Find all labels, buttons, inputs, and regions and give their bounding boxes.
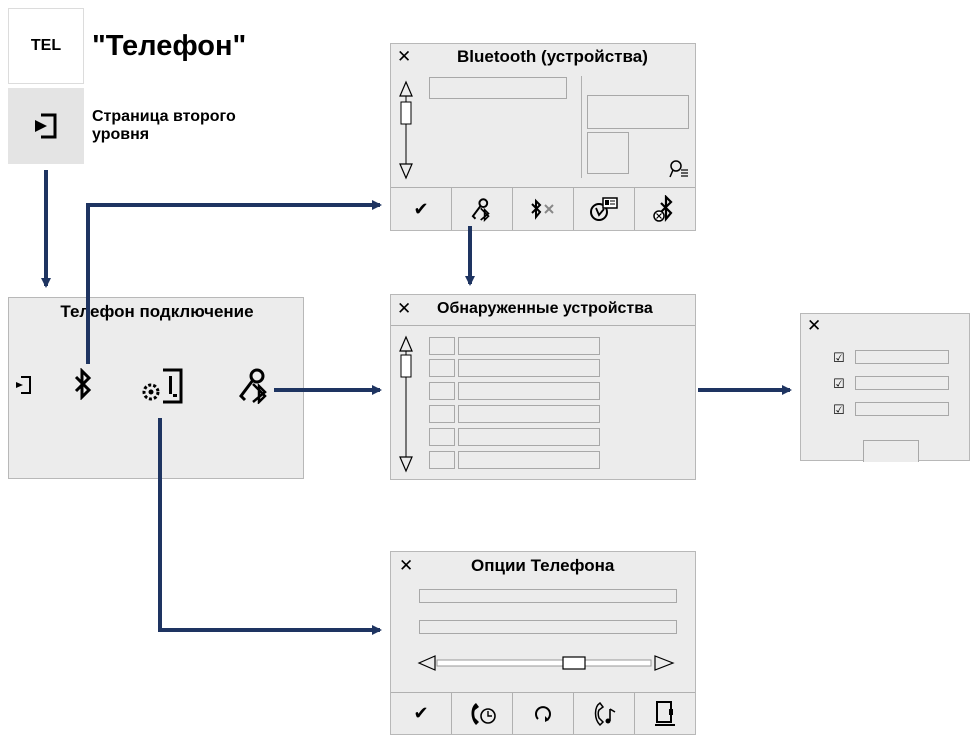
list-item[interactable] <box>458 337 600 355</box>
bluetooth-delete-icon <box>653 195 673 223</box>
phonebook-button[interactable] <box>634 693 695 734</box>
list-item[interactable] <box>458 405 600 423</box>
main-title: "Телефон" <box>92 30 247 62</box>
ringtone-icon <box>594 701 616 726</box>
divider <box>581 76 582 178</box>
search-list-icon[interactable] <box>669 160 689 178</box>
call-history-button[interactable] <box>451 693 512 734</box>
exit-icon[interactable] <box>13 374 35 396</box>
second-level-label: Страница второго уровня <box>92 108 236 143</box>
ok-button[interactable] <box>863 440 919 462</box>
bluetooth-disconnect-icon <box>531 198 554 220</box>
option-field <box>855 376 949 390</box>
confirm-button[interactable]: ✔ <box>391 188 451 230</box>
list-item[interactable] <box>458 359 600 377</box>
list-item[interactable] <box>458 428 600 446</box>
confirm-button[interactable]: ✔ <box>391 693 451 734</box>
phone-options-title: Опции Телефона <box>471 556 615 575</box>
call-history-icon <box>471 702 496 725</box>
checkmark-icon: ✔ <box>413 198 429 219</box>
refresh-icon <box>535 705 551 722</box>
phone-options-toolbar: ✔ <box>391 692 695 734</box>
phone-connection-title: Телефон подключение <box>60 302 254 321</box>
bluetooth-icon[interactable] <box>71 368 95 400</box>
list-item-checkbox[interactable] <box>429 428 455 446</box>
checkmark-icon: ✔ <box>413 703 429 723</box>
bluetooth-toolbar: ✔ <box>391 187 695 230</box>
bluetooth-devices-title: Bluetooth (устройства) <box>457 47 648 66</box>
options-dialog-panel: ✕ ☑ ☑ ☑ <box>800 313 970 462</box>
found-devices-title: Обнаруженные устройства <box>437 300 653 317</box>
phone-options-panel: ✕ Опции Телефона ✔ <box>390 551 696 735</box>
option-field <box>855 402 949 416</box>
title-divider <box>391 325 695 326</box>
checkbox-icon[interactable]: ☑ <box>833 402 845 417</box>
pairing-icon[interactable] <box>235 366 275 404</box>
pairing-button[interactable] <box>451 188 512 230</box>
checkbox-icon[interactable]: ☑ <box>833 376 845 391</box>
second-level-box <box>8 88 84 164</box>
bluetooth-devices-panel: ✕ Bluetooth (устройства) ✔ <box>390 43 696 231</box>
pairing-icon <box>471 198 490 222</box>
close-icon[interactable]: ✕ <box>399 556 414 575</box>
list-item-checkbox[interactable] <box>429 451 455 469</box>
tel-box: TEL <box>8 8 84 84</box>
phone-connection-panel: Телефон подключение <box>8 297 304 479</box>
scrollbar[interactable] <box>399 80 413 180</box>
list-item-checkbox[interactable] <box>429 359 455 377</box>
device-name-field <box>429 77 567 99</box>
list-item-checkbox[interactable] <box>429 405 455 423</box>
close-icon[interactable]: ✕ <box>807 316 822 335</box>
tel-label: TEL <box>30 37 62 54</box>
phone-settings-icon[interactable] <box>137 364 189 408</box>
found-devices-panel: ✕ Обнаруженные устройства <box>390 294 696 480</box>
slider[interactable] <box>417 652 675 674</box>
sync-button[interactable] <box>573 188 634 230</box>
refresh-button[interactable] <box>512 693 573 734</box>
disconnect-button[interactable] <box>512 188 573 230</box>
close-icon[interactable]: ✕ <box>397 47 412 66</box>
option-field <box>855 350 949 364</box>
ringtone-button[interactable] <box>573 693 634 734</box>
delete-device-button[interactable] <box>634 188 695 230</box>
list-item-checkbox[interactable] <box>429 337 455 355</box>
checkbox-icon[interactable]: ☑ <box>833 350 845 365</box>
option-field[interactable] <box>419 589 677 603</box>
close-icon[interactable]: ✕ <box>397 299 412 318</box>
phonebook-icon <box>655 700 675 726</box>
list-item[interactable] <box>458 382 600 400</box>
scrollbar[interactable] <box>399 335 413 473</box>
option-field[interactable] <box>419 620 677 634</box>
list-item-checkbox[interactable] <box>429 382 455 400</box>
enter-page-icon <box>35 113 57 139</box>
device-image-field <box>587 132 629 174</box>
list-item[interactable] <box>458 451 600 469</box>
contact-sync-icon <box>590 197 618 221</box>
device-info-field <box>587 95 689 129</box>
